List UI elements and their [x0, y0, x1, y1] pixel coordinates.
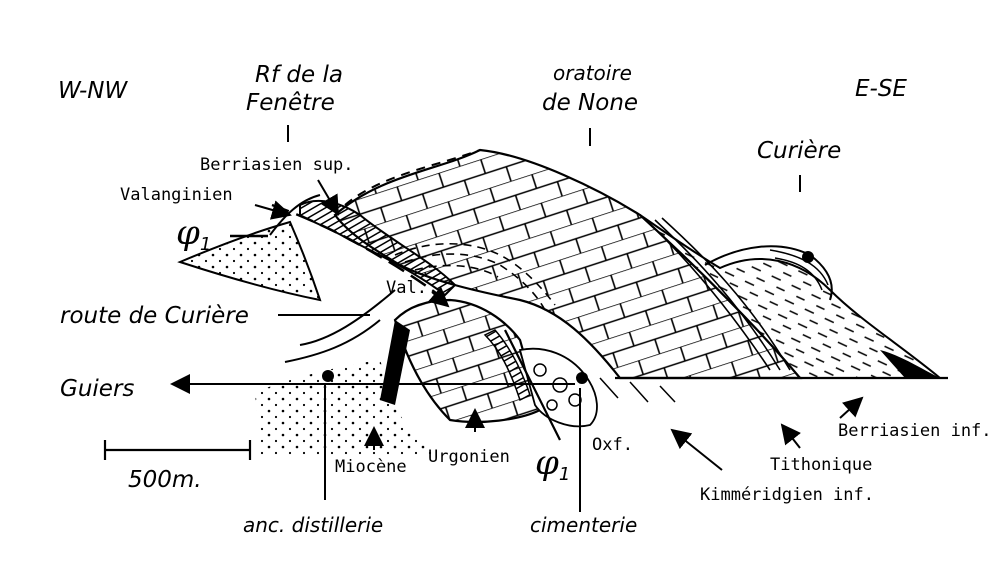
- label-curiere: Curière: [757, 138, 841, 164]
- label-val: Val.: [386, 278, 427, 298]
- direction-west: W-NW: [58, 78, 128, 104]
- distillerie-dot: [322, 370, 334, 382]
- label-fenetre-1: Rf de la: [255, 62, 343, 88]
- label-oratoire-2: de None: [542, 90, 638, 116]
- label-distillerie: anc. distillerie: [243, 513, 383, 537]
- label-cimenterie: cimenterie: [530, 513, 637, 537]
- label-berriasien-sup: Berriasien sup.: [200, 155, 354, 175]
- label-berriasien-inf: Berriasien inf.: [838, 421, 992, 441]
- scale-label: 500m.: [128, 467, 202, 493]
- label-miocene: Miocène: [335, 457, 407, 477]
- label-fenetre-2: Fenêtre: [246, 90, 335, 116]
- label-tithonique: Tithonique: [770, 455, 872, 475]
- label-valanginien: Valanginien: [120, 185, 233, 205]
- fault-symbol-west: φ1: [176, 213, 211, 255]
- western-flank: [177, 149, 556, 311]
- direction-east: E-SE: [855, 76, 907, 102]
- curiere-location-dot: [802, 251, 814, 263]
- lower-block: [255, 289, 948, 455]
- label-oratoire-1: oratoire: [553, 61, 632, 85]
- label-oxf: Oxf.: [592, 435, 633, 455]
- scale-bar: [103, 440, 252, 460]
- label-route: route de Curière: [60, 303, 249, 329]
- label-kimmeridgien: Kimméridgien inf.: [700, 485, 874, 505]
- fault-lines: [230, 203, 561, 441]
- label-guiers: Guiers: [60, 376, 134, 402]
- leader-lines: [254, 125, 864, 512]
- fault-symbol-east: φ1: [535, 443, 570, 485]
- label-urgonien: Urgonien: [428, 447, 510, 467]
